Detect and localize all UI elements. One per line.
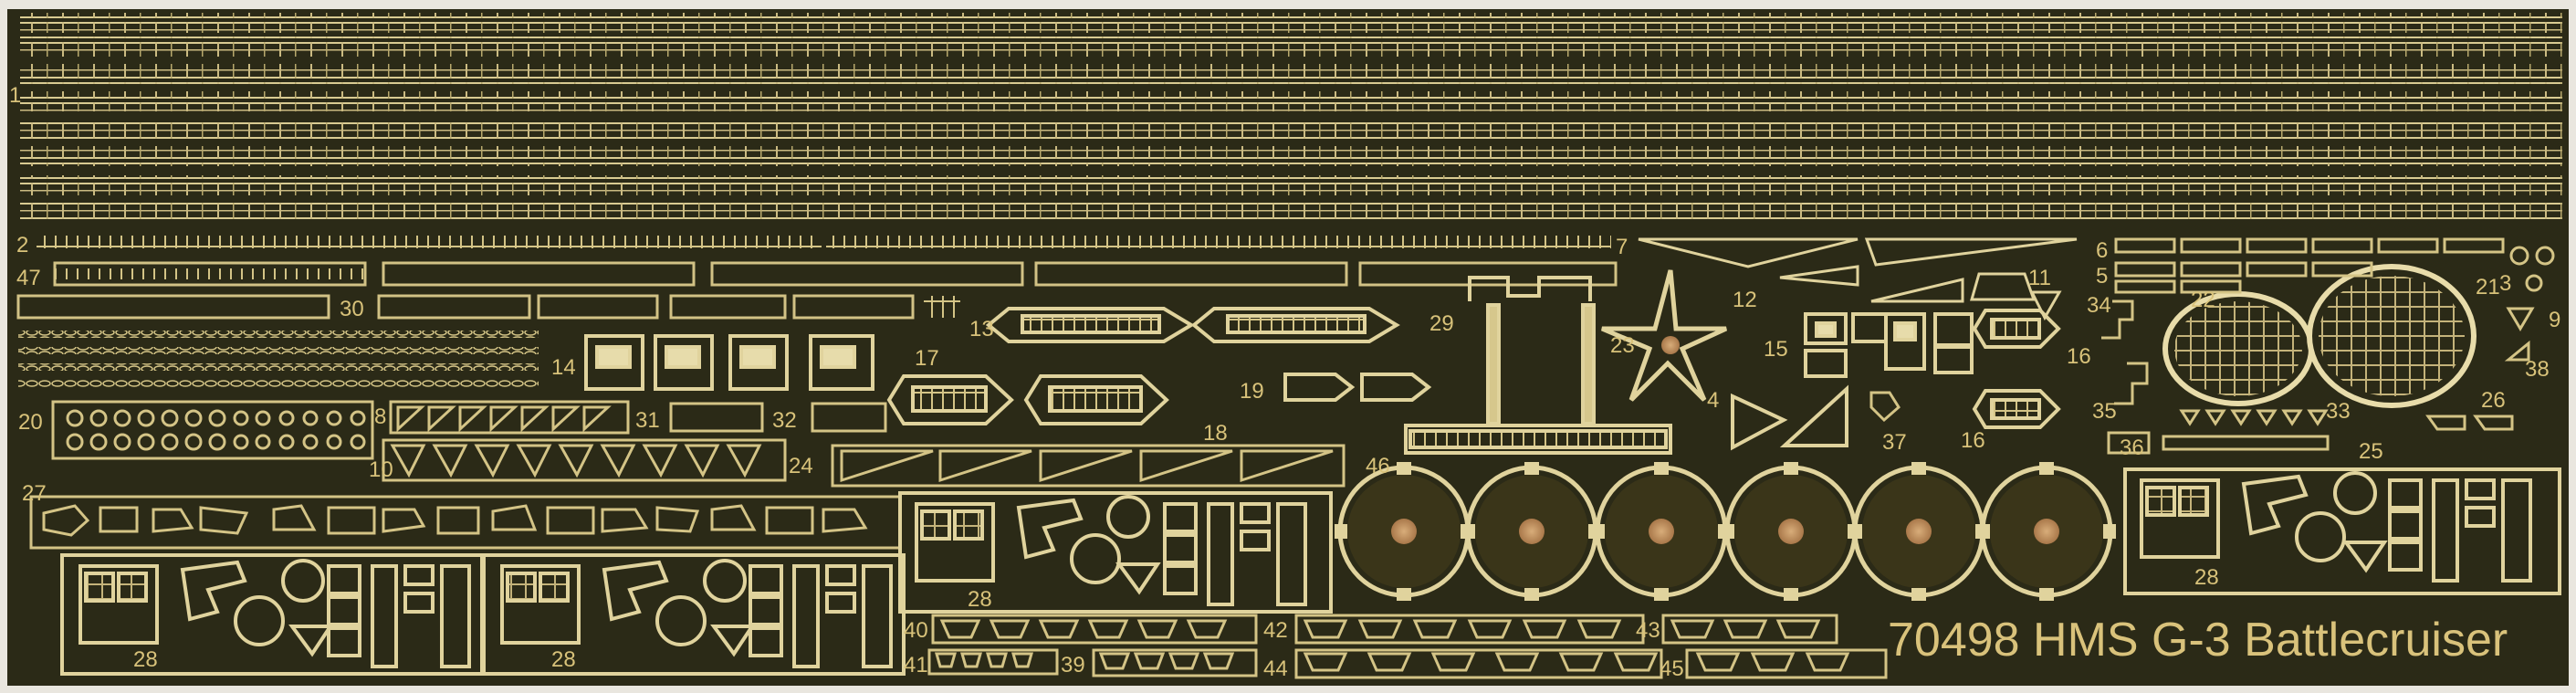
part-number: 47	[16, 266, 41, 290]
ring-parts	[51, 400, 374, 460]
deck-edge-strip	[831, 444, 1346, 488]
part-number: 37	[1882, 430, 1907, 455]
part-number: 31	[635, 408, 660, 433]
part-number: 43	[1636, 618, 1660, 643]
part-number-labels: 1 2 47 30 14 20 8 31 32 10 24 27 17 13 1…	[9, 83, 2560, 681]
part-number: 39	[1061, 653, 1085, 677]
strip-rows	[16, 261, 1618, 387]
part-number: 24	[789, 454, 813, 478]
part-number: 40	[904, 618, 928, 643]
part-number: 28	[133, 647, 158, 672]
part-number: 16	[1961, 428, 1985, 453]
bottom-bracket-strips	[927, 614, 1888, 679]
part-number: 10	[369, 457, 393, 482]
part-number: 35	[2092, 399, 2117, 424]
bridge-frame	[1404, 276, 1672, 455]
part-number: 13	[969, 317, 994, 341]
part-number: 2	[16, 233, 28, 257]
part-number: 22	[2191, 288, 2215, 312]
hatch-frames	[584, 334, 874, 391]
part-number: 19	[1240, 379, 1264, 404]
part-number: 46	[1366, 454, 1390, 478]
fitting-boxes	[1804, 312, 1974, 378]
part-number: 17	[915, 346, 939, 371]
part-number: 5	[2096, 264, 2108, 289]
part-number: 32	[772, 408, 797, 433]
part-number: 11	[2028, 266, 2051, 290]
part-number: 18	[1203, 421, 1228, 446]
part-number: 34	[2087, 293, 2111, 318]
part-number: 38	[2525, 357, 2550, 382]
part-number: 28	[2194, 565, 2219, 590]
part-number: 8	[374, 404, 386, 429]
part-number: 16	[2067, 344, 2091, 369]
part-number: 9	[2549, 308, 2560, 332]
v-strip	[1638, 237, 2078, 321]
part-number: 30	[340, 297, 364, 321]
small-boats	[1972, 309, 2061, 429]
triangle-plates	[1731, 384, 1848, 451]
right-small-parts	[2101, 237, 2555, 405]
part-number: 20	[18, 410, 43, 435]
bracket-rows	[382, 400, 887, 482]
part-number: 27	[22, 481, 47, 506]
part-number: 41	[904, 653, 928, 677]
railing-strips	[20, 13, 2562, 248]
gear-wheels	[1335, 462, 2116, 601]
gun-mount-group	[60, 467, 2561, 676]
fret-title: 70498 HMS G-3 Battlecruiser	[1888, 614, 2508, 667]
part-number: 14	[551, 355, 576, 380]
part-number: 25	[2359, 439, 2383, 464]
part-number: 36	[2120, 436, 2144, 460]
part-number: 15	[1764, 337, 1788, 362]
part-number: 26	[2481, 388, 2506, 413]
part-number: 7	[1616, 235, 1628, 259]
part-number: 29	[1429, 311, 1454, 336]
boat-parts	[886, 307, 1432, 425]
part-number: 21	[2476, 275, 2500, 299]
part-number: 44	[1263, 656, 1288, 681]
part-number: 6	[2096, 238, 2108, 263]
part-number: 45	[1660, 656, 1684, 681]
part-number: 4	[1707, 388, 1719, 413]
part-number: 28	[968, 587, 992, 612]
lower-right-strips	[1869, 391, 2514, 455]
part-number: 42	[1263, 618, 1288, 643]
part-number: 12	[1733, 288, 1757, 312]
part-number: 1	[9, 83, 21, 108]
part-number: 23	[1610, 333, 1635, 358]
part-number: 3	[2499, 271, 2511, 296]
star-frame	[1601, 269, 1728, 402]
oval-grates	[2162, 264, 2477, 408]
part-number: 33	[2326, 399, 2351, 424]
part-number: 28	[551, 647, 576, 672]
